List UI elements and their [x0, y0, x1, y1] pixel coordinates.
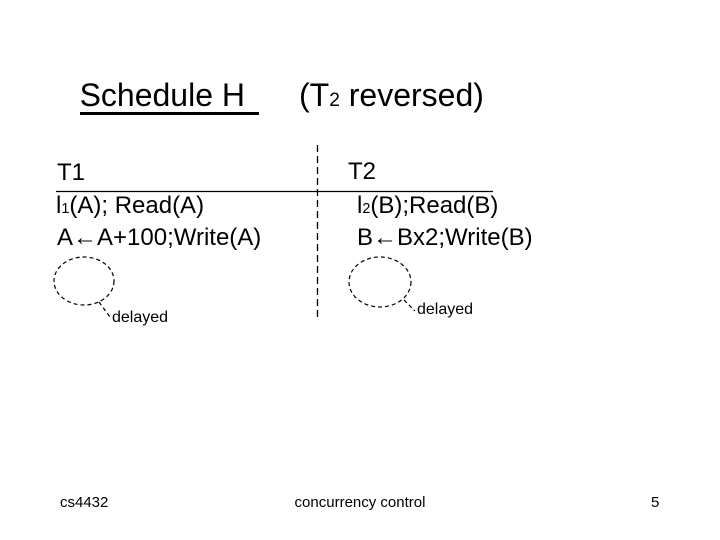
page-title: Schedule H (T2 reversed)	[44, 47, 484, 147]
delayed-balloon-right-tail	[403, 299, 416, 312]
footer-page-number: 5	[651, 494, 660, 511]
delayed-balloon-right	[348, 256, 412, 308]
t2-row1-pre: l	[357, 192, 363, 219]
footer-center-label: concurrency control	[294, 494, 426, 511]
delayed-label-right: delayed	[417, 301, 474, 318]
title-underlined-text: Schedule H	[79, 79, 259, 115]
t2-row1-subscript: 2	[362, 201, 371, 217]
title-paren-text: (T2 reversed)	[299, 77, 484, 113]
footer-course-label: cs4432	[60, 494, 109, 511]
t1-column-header: T1	[57, 159, 86, 186]
t2-row1-post: (B);Read(B)	[370, 192, 499, 219]
t1-row-assign-write: A←A+100;Write(A)	[57, 224, 262, 251]
title-paren-post: reversed)	[339, 77, 484, 113]
t2-row-assign-write: B←Bx2;Write(B)	[357, 224, 533, 251]
title-subscript: 2	[329, 90, 340, 111]
delayed-label-left: delayed	[112, 309, 169, 326]
delayed-balloon-left-tail	[98, 301, 111, 318]
t1-row1-subscript: 1	[61, 201, 70, 217]
t1-row1-post: (A); Read(A)	[69, 192, 205, 219]
t1-row1-pre: l	[56, 192, 62, 219]
t1-row-lock-read: l1(A); Read(A)	[56, 194, 204, 218]
delayed-balloon-left	[53, 256, 115, 306]
title-paren-pre: (T	[299, 77, 330, 113]
t2-column-header: T2	[348, 158, 377, 185]
t2-row-lock-read: l2(B);Read(B)	[357, 194, 498, 218]
